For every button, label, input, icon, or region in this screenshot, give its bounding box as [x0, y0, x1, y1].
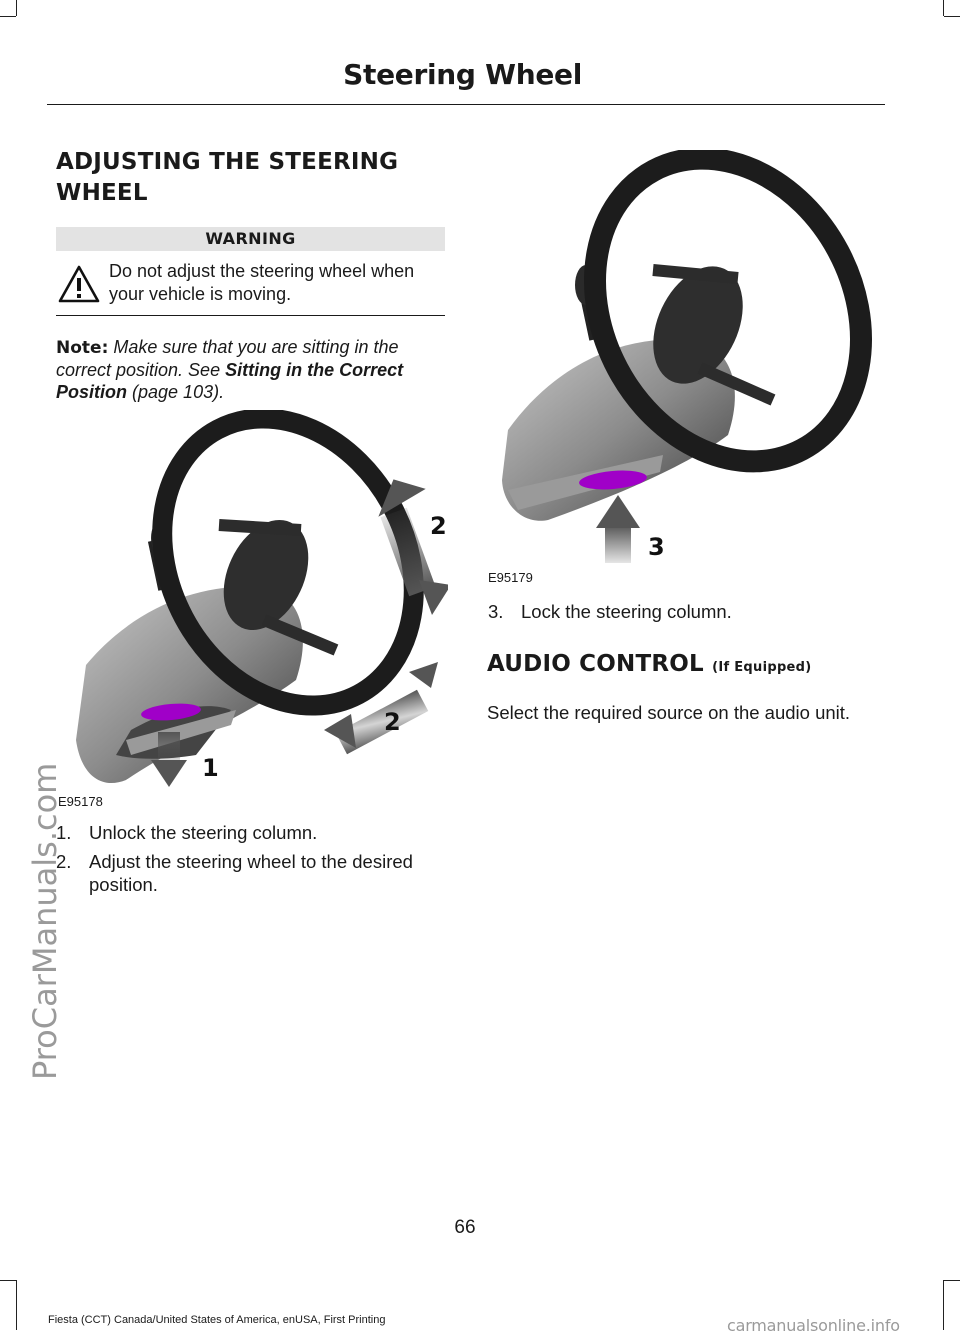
- tilt-arrow: [378, 479, 448, 615]
- audio-title: AUDIO CONTROL: [487, 651, 704, 677]
- crop-mark: [16, 1280, 17, 1330]
- section-title: ADJUSTING THE STEERING WHEEL: [56, 149, 399, 206]
- crop-mark: [943, 1280, 944, 1330]
- page-number: 66: [454, 1217, 476, 1238]
- footer-text: Fiesta (CCT) Canada/United States of Ame…: [48, 1314, 386, 1326]
- step-number: 3.: [488, 601, 504, 622]
- warning-triangle-icon: [58, 265, 100, 303]
- note-link[interactable]: Sitting in the Correct Position: [56, 360, 404, 402]
- crop-mark: [943, 0, 944, 16]
- figure-code: E95178: [58, 794, 103, 809]
- crop-mark: [944, 1280, 960, 1281]
- steering-lock-figure: 3: [502, 150, 872, 563]
- side-watermark: ProCarManuals.com: [26, 762, 64, 1080]
- step-number: 1.: [56, 822, 72, 843]
- note: Note: Make sure that you are sitting in …: [56, 336, 448, 403]
- note-text: Make sure that you are sitting in the co…: [56, 337, 399, 380]
- telescope-arrow: [324, 662, 438, 755]
- warning-text: Do not adjust the steering wheel when yo…: [109, 261, 415, 304]
- step-text: Lock the steering column.: [521, 601, 732, 622]
- crop-mark: [16, 0, 17, 16]
- figure-code: E95179: [488, 570, 533, 585]
- callout-3-lock: 3: [648, 533, 665, 561]
- audio-qualifier: (If Equipped): [712, 660, 812, 675]
- audio-control-heading: AUDIO CONTROL (If Equipped): [487, 651, 812, 677]
- step-text: Unlock the steering column.: [89, 822, 318, 843]
- note-label: Note:: [56, 338, 109, 358]
- step-text: Adjust the steering wheel to the desired…: [89, 851, 413, 895]
- page-header-title: Steering Wheel: [343, 58, 582, 91]
- note-page-ref: (page 103).: [132, 382, 225, 402]
- callout-2-telescope: 2: [384, 708, 401, 736]
- crop-mark: [0, 16, 16, 17]
- warning-label: WARNING: [56, 227, 445, 251]
- callout-2-tilt: 2: [430, 512, 447, 540]
- header-rule: [47, 104, 885, 105]
- steering-adjust-figure: 2 2 1: [76, 410, 448, 787]
- crop-mark: [944, 16, 960, 17]
- unlock-arrow: [151, 732, 187, 787]
- step-number: 2.: [56, 851, 72, 872]
- audio-text: Select the required source on the audio …: [487, 702, 851, 723]
- bottom-watermark: carmanualsonline.info: [727, 1316, 900, 1335]
- warning-rule: [56, 315, 445, 316]
- crop-mark: [0, 1280, 16, 1281]
- callout-1-unlock: 1: [202, 754, 219, 782]
- lock-arrow: [596, 495, 640, 563]
